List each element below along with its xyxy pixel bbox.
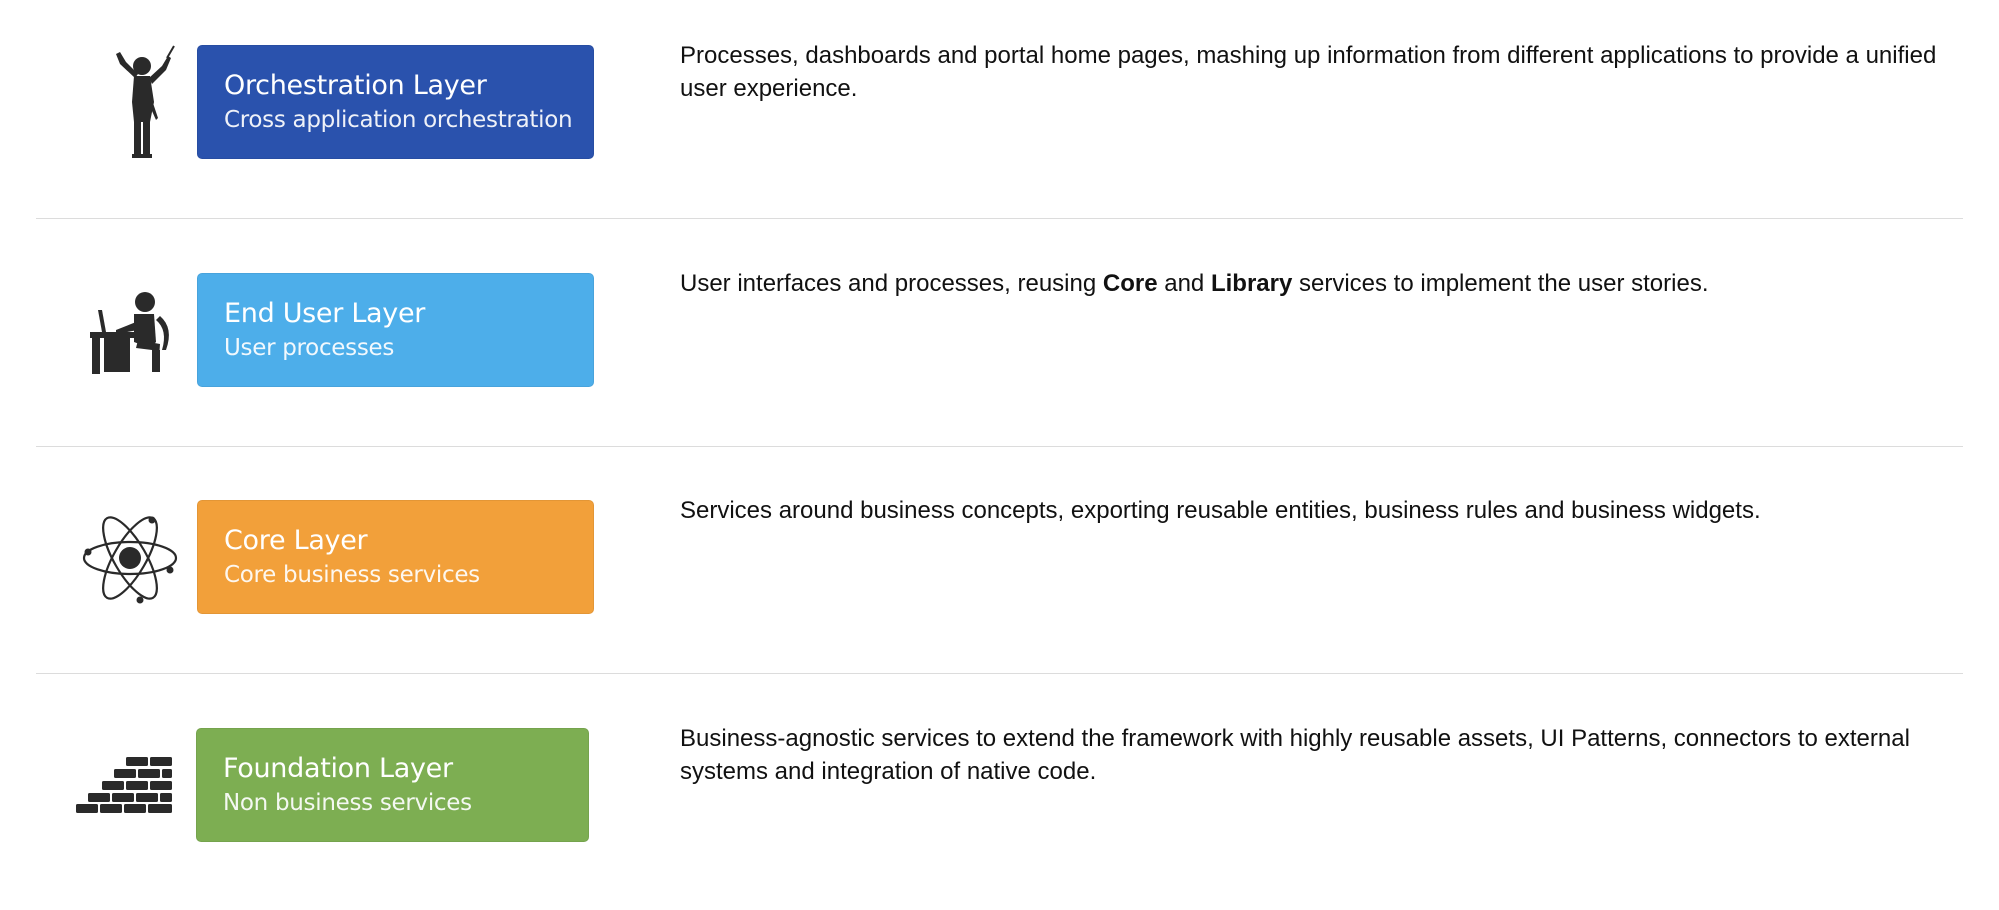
layer-box: Foundation Layer Non business services	[196, 728, 589, 842]
divider	[36, 218, 1963, 219]
layer-row-foundation: Foundation Layer Non business services B…	[0, 683, 1999, 910]
layer-box: End User Layer User processes	[197, 273, 594, 387]
description-text: User interfaces and processes, reusing	[680, 270, 1103, 297]
layer-title: End User Layer	[224, 298, 426, 329]
layer-box: Core Layer Core business services	[197, 500, 594, 614]
layer-subtitle: Cross application orchestration	[224, 107, 573, 133]
description-text: services to implement the user stories.	[1292, 270, 1709, 297]
layer-description: User interfaces and processes, reusing C…	[680, 267, 1960, 300]
layer-box: Orchestration Layer Cross application or…	[197, 45, 594, 159]
layer-title: Orchestration Layer	[224, 70, 487, 101]
layer-row-end-user: End User Layer User processes User inter…	[0, 228, 1999, 455]
divider	[36, 673, 1963, 674]
layer-row-core: Core Layer Core business services Servic…	[0, 455, 1999, 682]
atom-icon	[80, 508, 180, 608]
description-text: and	[1157, 270, 1211, 297]
layer-title: Foundation Layer	[223, 753, 453, 784]
description-bold-core: Core	[1102, 270, 1158, 297]
desk-user-icon	[90, 288, 174, 374]
conductor-icon	[112, 44, 176, 160]
divider	[36, 446, 1963, 447]
layer-row-orchestration: Orchestration Layer Cross application or…	[0, 0, 1999, 227]
layer-description: Services around business concepts, expor…	[680, 497, 1761, 524]
brick-wall-icon	[76, 757, 174, 813]
description-bold-library: Library	[1210, 270, 1293, 297]
layer-subtitle: Non business services	[223, 790, 472, 816]
layer-title: Core Layer	[224, 525, 368, 556]
layer-subtitle: User processes	[224, 335, 395, 361]
layer-subtitle: Core business services	[224, 562, 480, 588]
layer-description: Business-agnostic services to extend the…	[680, 725, 1910, 785]
layer-description: Processes, dashboards and portal home pa…	[680, 42, 1937, 102]
